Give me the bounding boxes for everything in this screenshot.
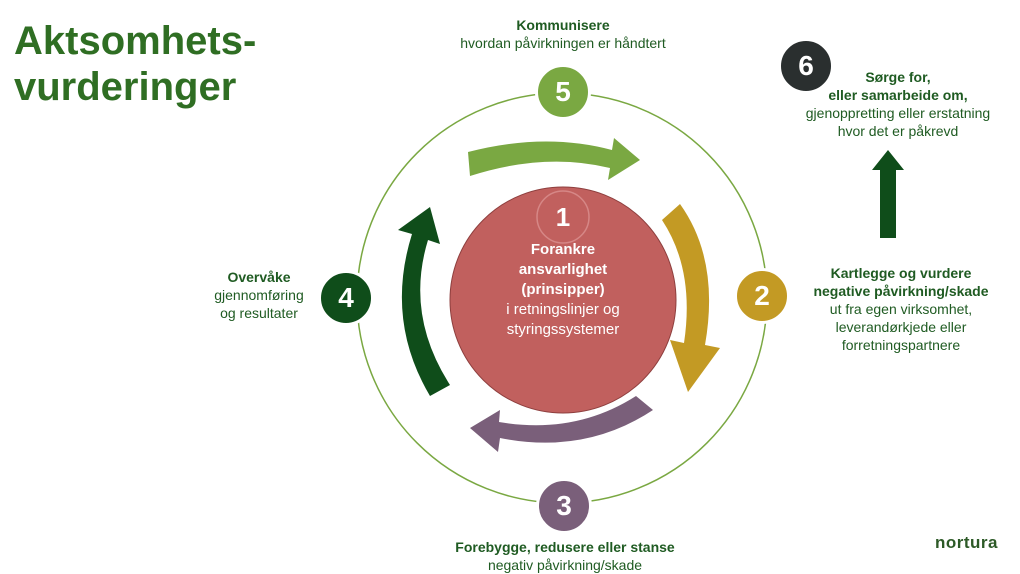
step-6-text-2: hvor det er påkrevd (837, 123, 959, 139)
center-circle (449, 186, 677, 414)
arrow-assess (662, 204, 720, 392)
center-line-4: i retningslinjer og (506, 301, 620, 318)
step-5-number: 5 (535, 64, 591, 120)
step-3-number: 3 (536, 478, 592, 534)
step-5-label: Kommunisere hvordan påvirkningen er hånd… (410, 16, 716, 52)
step-4-number: 4 (318, 270, 374, 326)
step-3-label: Forebygge, redusere eller stanse negativ… (420, 538, 710, 574)
step-3-title: Forebygge, redusere eller stanse (455, 539, 675, 555)
step-6-title-2: eller samarbeide om, (828, 87, 968, 103)
center-line-3: (prinsipper) (521, 281, 605, 298)
title-line-1: Aktsomhets- (14, 19, 257, 63)
brand-logo: nortura (935, 533, 998, 552)
center-line-2: ansvarlighet (518, 261, 608, 278)
page-title: Aktsomhets- vurderinger (14, 18, 256, 110)
step-6-number: 6 (778, 38, 834, 94)
step-2-title-1: Kartlegge og vurdere (830, 265, 972, 281)
step-5-title: Kommunisere (516, 17, 610, 33)
step-6-title-1: Sørge for, (865, 69, 931, 85)
step-2-title-2: negative påvirkning/skade (813, 283, 989, 299)
step-6-label: Sørge for, eller samarbeide om, gjenoppr… (790, 68, 1006, 140)
center-number-ring (536, 190, 590, 244)
arrow-monitor (398, 207, 450, 396)
center-line-5: styringssystemer (506, 321, 620, 338)
center-text: Forankre ansvarlighet (prinsipper) i ret… (470, 240, 656, 340)
arrow-communicate (468, 138, 640, 180)
step-4-text-1: gjennomføring (214, 287, 304, 303)
title-line-2: vurderinger (14, 65, 237, 109)
step-2-text-3: forretningspartnere (841, 337, 961, 353)
step-2-text-2: leverandørkjede eller (835, 319, 967, 335)
step-4-label: Overvåke gjennomføring og resultater (196, 268, 322, 322)
step-2-text-1: ut fra egen virksomhet, (829, 301, 973, 317)
arrow-prevent (470, 396, 653, 452)
step-1-number: 1 (555, 201, 571, 232)
step-2-number: 2 (734, 268, 790, 324)
step-4-text-2: og resultater (220, 305, 298, 321)
arrow-up-remediate (872, 150, 904, 238)
step-2-label: Kartlegge og vurdere negative påvirkning… (788, 264, 1014, 354)
step-3-text: negativ påvirkning/skade (487, 557, 643, 573)
step-5-text: hvordan påvirkningen er håndtert (460, 35, 666, 51)
center-line-1: Forankre (530, 241, 596, 258)
step-6-text-1: gjenoppretting eller erstatning (805, 105, 991, 121)
step-4-title: Overvåke (227, 269, 291, 285)
